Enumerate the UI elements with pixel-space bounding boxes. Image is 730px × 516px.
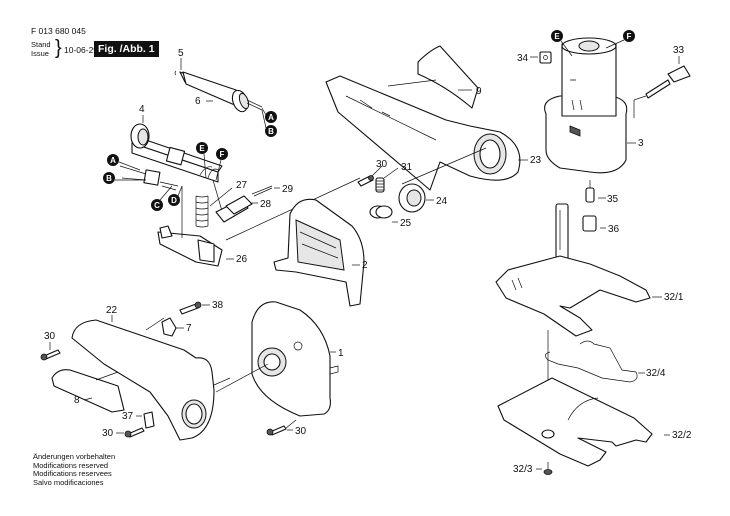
base-part-32-1[interactable]: [495, 203, 651, 337]
part-number: F 013 680 045: [31, 26, 86, 36]
slide-part-28[interactable]: [215, 195, 253, 223]
label-part-24: 24: [436, 196, 448, 207]
pin-part-35[interactable]: [585, 187, 595, 203]
notice-line-en: Modifications reserved: [33, 460, 109, 470]
label-part-2: 2: [362, 260, 368, 271]
svg-text:A: A: [268, 113, 274, 122]
label-part-28: 28: [260, 199, 272, 210]
brace-glyph: }: [55, 37, 62, 59]
svg-text:E: E: [554, 32, 560, 41]
label-part-7: 7: [186, 323, 192, 334]
marker-f-board: F: [216, 148, 228, 160]
label-part-26: 26: [236, 254, 248, 265]
marker-a-cable: A: [265, 111, 277, 123]
label-part-3: 3: [638, 138, 644, 149]
notice-line-es: Salvo modificaciones: [33, 477, 104, 487]
marker-f-motor: F: [623, 30, 635, 42]
svg-text:E: E: [199, 144, 205, 153]
label-part-27: 27: [236, 180, 248, 191]
label-part-32-1: 32/1: [664, 292, 684, 303]
label-part-37: 37: [122, 411, 134, 422]
spring-part-27[interactable]: [195, 195, 209, 228]
svg-text:A: A: [110, 156, 116, 165]
motor-part-3[interactable]: [544, 37, 628, 174]
modifications-notice: Änderungen vorbehalten Modifications res…: [33, 452, 116, 487]
screw-part-30-left[interactable]: [40, 349, 61, 361]
label-part-35: 35: [607, 194, 619, 205]
gear-housing-part-1[interactable]: [251, 301, 339, 417]
marker-d-board: D: [168, 194, 180, 206]
label-part-32-3: 32/3: [513, 464, 533, 475]
spring-ring-part-25[interactable]: [369, 205, 393, 219]
grip-part-8[interactable]: [51, 369, 125, 413]
label-part-33: 33: [673, 45, 685, 56]
front-housing-part-2[interactable]: [273, 198, 365, 307]
screw-part-30-bottom[interactable]: [124, 427, 145, 438]
svg-text:B: B: [106, 174, 112, 183]
marker-a-board: A: [107, 154, 119, 166]
bracket-part-7[interactable]: [161, 317, 177, 337]
label-part-29: 29: [282, 184, 294, 195]
label-part-34: 34: [517, 53, 529, 64]
issue-label: Issue: [31, 48, 49, 58]
label-part-23: 23: [530, 155, 542, 166]
label-part-32-4: 32/4: [646, 368, 666, 379]
housing-part-23[interactable]: [325, 75, 521, 191]
label-part-6: 6: [195, 96, 201, 107]
screw-part-30-right[interactable]: [266, 425, 287, 436]
label-part-22: 22: [106, 305, 118, 316]
screw-part-38[interactable]: [179, 301, 202, 315]
label-part-25: 25: [400, 218, 412, 229]
marker-e-motor: E: [551, 30, 563, 42]
screw-part-30[interactable]: [357, 175, 374, 187]
marker-b-board: B: [103, 172, 115, 184]
cable-assembly-part-6[interactable]: [174, 70, 263, 114]
label-part-30-left: 30: [44, 331, 56, 342]
svg-text:B: B: [268, 127, 274, 136]
base-plate-part-32-2[interactable]: [497, 377, 653, 467]
label-part-38: 38: [212, 300, 224, 311]
notice-line-de: Änderungen vorbehalten: [33, 452, 116, 461]
stand-label: Stand: [31, 40, 51, 49]
label-part-5: 5: [178, 48, 184, 59]
marker-c-board: C: [151, 199, 163, 211]
svg-text:C: C: [154, 201, 160, 210]
marker-b-cable: B: [265, 125, 277, 137]
label-part-31: 31: [401, 162, 413, 173]
cam-part-24[interactable]: [398, 183, 426, 213]
label-part-4: 4: [139, 104, 145, 115]
bushing-part-36[interactable]: [582, 215, 597, 232]
switch-board-part-4[interactable]: [130, 123, 223, 183]
switch-housing-part-26[interactable]: [157, 225, 223, 267]
label-part-1: 1: [338, 348, 344, 359]
connector-plug: [119, 165, 179, 191]
stand-issue-label: Stand Issue: [31, 40, 51, 58]
clip-part-37[interactable]: [143, 411, 155, 429]
spring-part-31[interactable]: [375, 177, 385, 193]
label-part-30-right: 30: [295, 426, 307, 437]
cover-strip-part-9[interactable]: [417, 45, 479, 109]
label-part-30-top: 30: [376, 159, 388, 170]
spring-clip-part-32-4[interactable]: [545, 340, 638, 383]
svg-text:F: F: [627, 32, 632, 41]
label-part-9: 9: [476, 86, 482, 97]
label-part-36: 36: [608, 224, 620, 235]
plunger-part-33[interactable]: [645, 65, 691, 99]
spring-part-29[interactable]: [251, 185, 273, 197]
svg-text:F: F: [220, 150, 225, 159]
label-part-8: 8: [74, 395, 80, 406]
svg-text:D: D: [171, 196, 177, 205]
notice-line-fr: Modifications reservees: [33, 469, 112, 478]
issue-date: 10-06-29: [64, 45, 99, 55]
label-part-30-bottom: 30: [102, 428, 114, 439]
pad-part-34[interactable]: [539, 51, 552, 64]
handle-part-22[interactable]: [71, 319, 215, 441]
figure-badge: Fig. /Abb. 1: [94, 41, 159, 57]
marker-e-board: E: [196, 142, 208, 154]
label-part-32-2: 32/2: [672, 430, 692, 441]
screw-part-32-3[interactable]: [543, 462, 553, 475]
